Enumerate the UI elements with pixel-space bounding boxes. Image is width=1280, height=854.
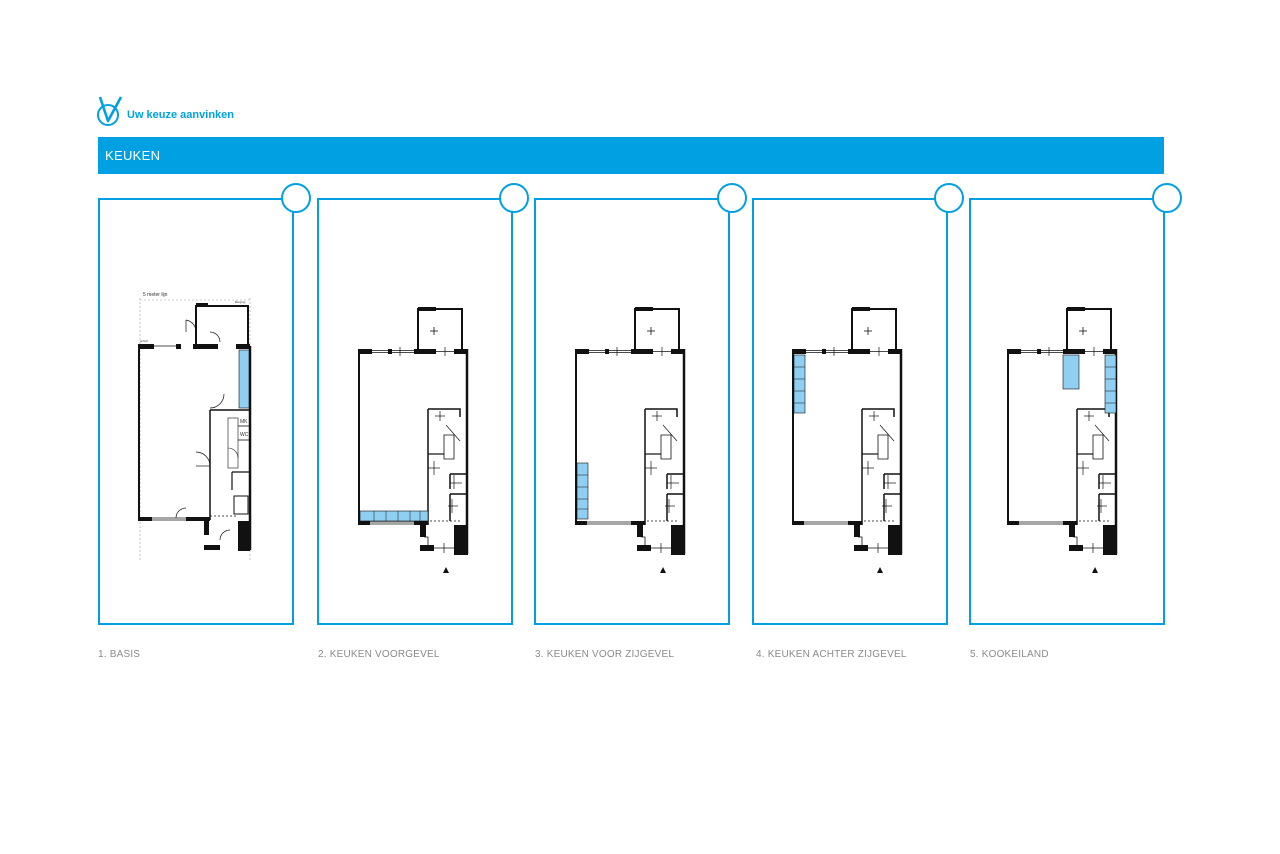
kitchen-unit bbox=[1104, 354, 1117, 414]
logo: Uw keuze aanvinken bbox=[97, 95, 234, 127]
option-card-keuken-voor-zijgevel[interactable] bbox=[534, 198, 730, 625]
kitchen-island bbox=[1062, 354, 1080, 390]
option-card-keuken-voorgevel[interactable] bbox=[317, 198, 513, 625]
checkmark-logo-icon bbox=[97, 96, 123, 126]
checkbox-circle-icon[interactable] bbox=[717, 183, 747, 213]
option-caption: 2. KEUKEN VOORGEVEL bbox=[318, 649, 440, 660]
kitchen-unit bbox=[238, 349, 250, 409]
line-label: 5 meter lijn bbox=[143, 292, 168, 298]
option-card-keuken-achter-zijgevel[interactable] bbox=[752, 198, 948, 625]
option-card-kookeiland[interactable] bbox=[969, 198, 1165, 625]
checkbox-circle-icon[interactable] bbox=[281, 183, 311, 213]
option-caption: 4. KEUKEN ACHTER ZIJGEVEL bbox=[756, 649, 907, 660]
floor-plan-keuken-achter-zijgevel bbox=[790, 307, 904, 575]
checkbox-circle-icon[interactable] bbox=[1152, 183, 1182, 213]
floor-plan-keuken-voorgevel bbox=[356, 307, 470, 575]
floor-plan-basis: 5 meter lijn Berging schuif MK WC bbox=[138, 292, 252, 560]
checkbox-circle-icon[interactable] bbox=[934, 183, 964, 213]
option-caption: 1. BASIS bbox=[98, 649, 141, 660]
room-label-wc: WC bbox=[240, 432, 249, 438]
section-banner: KEUKEN bbox=[98, 137, 1164, 174]
checkbox-circle-icon[interactable] bbox=[499, 183, 529, 213]
floor-plan-kookeiland bbox=[1005, 307, 1119, 575]
option-caption: 3. KEUKEN VOOR ZIJGEVEL bbox=[535, 649, 675, 660]
small-label: Berging bbox=[235, 300, 246, 304]
option-caption: 5. KOOKEILAND bbox=[970, 649, 1049, 660]
room-label-mk: MK bbox=[240, 419, 248, 425]
kitchen-unit bbox=[359, 510, 429, 522]
section-title: KEUKEN bbox=[105, 148, 161, 163]
logo-text: Uw keuze aanvinken bbox=[127, 109, 234, 121]
kitchen-unit bbox=[576, 462, 589, 520]
kitchen-unit bbox=[793, 354, 806, 414]
svg-text:schuif: schuif bbox=[140, 339, 148, 343]
option-card-basis[interactable] bbox=[98, 198, 294, 625]
floor-plan-keuken-voor-zijgevel bbox=[573, 307, 687, 575]
